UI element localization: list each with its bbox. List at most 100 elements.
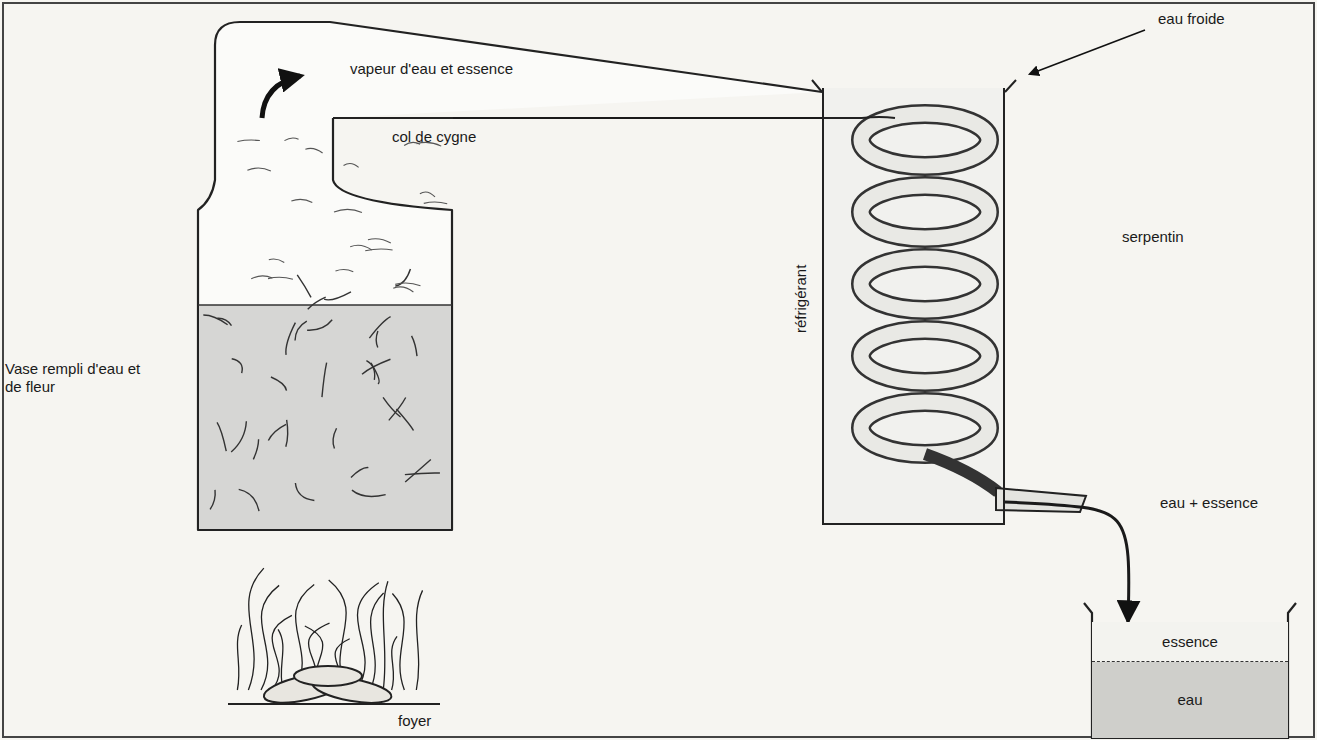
flowers-group	[203, 138, 447, 511]
vapour-wisp	[291, 199, 312, 202]
flower-stroke	[286, 420, 288, 447]
flower-stroke	[268, 424, 286, 440]
coil-turn-outline	[861, 114, 989, 166]
flower-stroke	[239, 489, 259, 511]
flame-stroke	[237, 625, 241, 690]
connector-label: eau + essence	[1160, 494, 1258, 512]
vapour-wisp	[420, 192, 435, 197]
flame-stroke	[392, 594, 404, 690]
flower-stroke	[376, 331, 378, 348]
flower-stroke	[286, 323, 296, 355]
inlet-label: eau froide	[1158, 10, 1225, 28]
flower-stroke	[295, 321, 307, 340]
flower-stroke	[371, 363, 379, 384]
flame-stroke	[370, 593, 383, 690]
vapour-wisp	[368, 239, 391, 243]
flow-label: vapeur d'eau et essence	[350, 60, 513, 78]
frame	[3, 3, 1314, 737]
refrigerant-water	[823, 88, 1004, 524]
part-label: serpentin	[1122, 228, 1184, 246]
coil-turn	[861, 330, 989, 382]
flower-stroke	[308, 297, 326, 309]
layer-band: essence	[1092, 622, 1288, 662]
tube-entry	[822, 117, 862, 119]
connector-label: col de cygne	[392, 128, 476, 146]
flower-stroke	[253, 439, 258, 459]
flame-stroke	[416, 590, 422, 690]
flower-stroke	[210, 490, 215, 510]
refrigerant-box: réfrigérant	[822, 88, 1005, 525]
part-label: foyer	[398, 712, 431, 730]
outlet-pipe	[996, 488, 1086, 512]
refrigerant-rim	[812, 80, 1016, 92]
coil-turn-outline	[861, 330, 989, 382]
flower-stroke	[217, 422, 226, 451]
vapour-wisp	[395, 283, 420, 286]
flower-stroke	[271, 377, 287, 391]
flower-stroke	[297, 275, 311, 298]
neck-tube-line	[333, 117, 453, 119]
flask-water	[199, 305, 451, 529]
flame-stroke	[248, 568, 263, 690]
flower-stroke	[369, 317, 390, 338]
coil-exit	[925, 454, 998, 492]
flower-stroke	[405, 473, 440, 475]
vapour-wisp	[365, 249, 392, 251]
flower-stroke	[352, 490, 386, 496]
flask-outline	[198, 22, 822, 530]
flame-stroke	[383, 581, 388, 690]
coil-turn	[861, 114, 989, 166]
vapour-wisp	[305, 148, 322, 153]
flower-stroke	[295, 483, 314, 500]
hearth-ground	[228, 703, 440, 705]
coil-turn	[861, 402, 989, 454]
vapour-wisp	[350, 245, 372, 250]
flower-stroke	[412, 336, 417, 356]
flower-stroke	[389, 397, 406, 420]
coil-turn-outline	[861, 186, 989, 238]
flask-node: Vase rempli d'eau et de fleur	[198, 20, 453, 530]
coil-entry	[862, 117, 895, 118]
part-label: Vase rempli d'eau et de fleur	[5, 360, 155, 396]
vapour-wisp	[393, 287, 413, 292]
log	[294, 666, 362, 686]
flower-stroke	[231, 421, 246, 452]
vapour-wisp	[284, 138, 298, 141]
coil-turn-outline	[861, 402, 989, 454]
flower-stroke	[383, 397, 400, 417]
layer-band: eau	[1092, 662, 1288, 738]
vapour-wisp	[268, 277, 293, 279]
fire	[237, 568, 422, 690]
layer-label: essence	[1162, 633, 1218, 651]
flame-stroke	[278, 629, 283, 690]
flower-stroke	[396, 409, 413, 431]
flower-stroke	[405, 460, 431, 483]
flame-stroke	[392, 636, 397, 690]
coil-turn-outline	[861, 258, 989, 310]
vapour-arrow	[262, 76, 300, 118]
beaker-outline	[1084, 603, 1296, 738]
tube-line	[453, 117, 822, 119]
part-label: réfrigérant	[792, 265, 810, 333]
serpentin-coil	[861, 114, 998, 492]
flower-stroke	[217, 318, 231, 325]
water-level	[198, 304, 452, 306]
flower-stroke	[351, 468, 368, 478]
coil-turn	[861, 258, 989, 310]
flower-stroke	[232, 359, 243, 373]
flower-stroke	[333, 428, 336, 448]
flower-stroke	[322, 363, 327, 398]
flow-arrow	[1005, 502, 1129, 622]
coil-turn	[861, 186, 989, 238]
flower-stroke	[307, 320, 332, 330]
vapour-wisp	[247, 168, 270, 171]
vapour-wisp	[269, 259, 284, 263]
cold-water-arrow	[1030, 30, 1145, 74]
vapour-wisp	[237, 140, 259, 141]
flame-stroke	[261, 585, 279, 690]
vapour-wisp	[344, 164, 359, 168]
flower-stroke	[324, 292, 351, 300]
layer-label: eau	[1177, 691, 1202, 709]
vapour-wisp	[335, 270, 353, 272]
